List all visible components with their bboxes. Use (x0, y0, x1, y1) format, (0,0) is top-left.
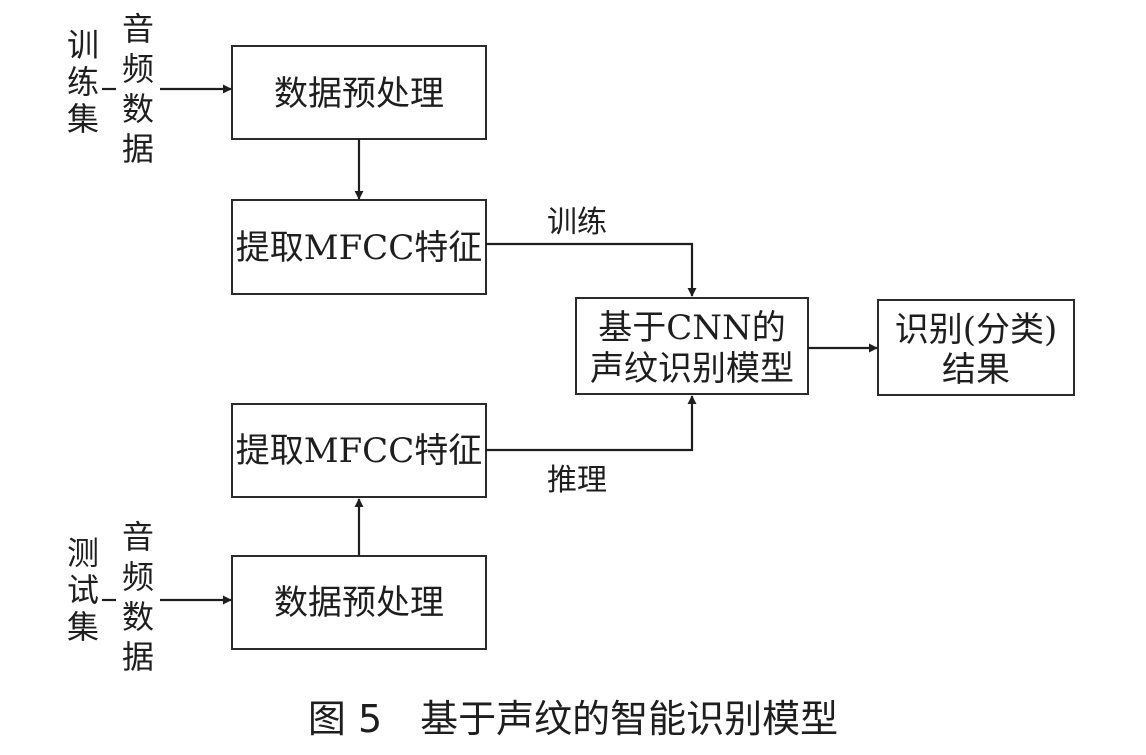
train-audio-char: 数 (122, 90, 154, 128)
model-label-line2: 声纹识别模型 (590, 349, 794, 389)
model-label-line1: 基于CNN的 (598, 308, 786, 348)
infer-edge-label: 推理 (547, 463, 607, 498)
mfcc-test-label: 提取MFCC特征 (236, 431, 482, 471)
preprocess-train-label: 数据预处理 (274, 74, 444, 114)
train-set-label: 训 练 集 (67, 26, 99, 138)
test-audio-char: 频 (122, 558, 154, 596)
result-label-line2: 结果 (942, 350, 1010, 390)
train-audio-label: 音 频 数 据 (122, 10, 154, 168)
result-box (877, 299, 1075, 396)
test-audio-char: 音 (122, 518, 154, 556)
test-set-char: 试 (67, 571, 99, 609)
mfcc-train-label: 提取MFCC特征 (236, 228, 482, 268)
mfcc-test-box (231, 403, 487, 498)
model-box (575, 297, 809, 395)
test-set-label: 测 试 集 (67, 534, 99, 646)
preprocess-train-box (231, 45, 487, 140)
preprocess-test-label: 数据预处理 (274, 583, 444, 623)
train-edge-label: 训练 (547, 205, 607, 240)
test-audio-label: 音 频 数 据 (122, 518, 154, 676)
test-audio-char: 数 (122, 598, 154, 636)
arrow-train-edge (486, 242, 697, 297)
figure-caption: 图 5 基于声纹的智能识别模型 (308, 697, 838, 741)
test-set-char: 测 (67, 534, 99, 572)
train-set-char: 训 (67, 26, 99, 64)
test-audio-char: 据 (122, 638, 154, 676)
preprocess-test-box (231, 555, 487, 650)
train-set-char: 练 (67, 63, 99, 101)
train-set-char: 集 (67, 100, 99, 138)
train-audio-char: 据 (122, 130, 154, 168)
arrow-infer-edge (486, 395, 697, 452)
mfcc-train-box (231, 199, 487, 295)
test-set-char: 集 (67, 608, 99, 646)
train-audio-char: 音 (122, 10, 154, 48)
result-label-line1: 识别(分类) (895, 310, 1058, 350)
train-audio-char: 频 (122, 50, 154, 88)
